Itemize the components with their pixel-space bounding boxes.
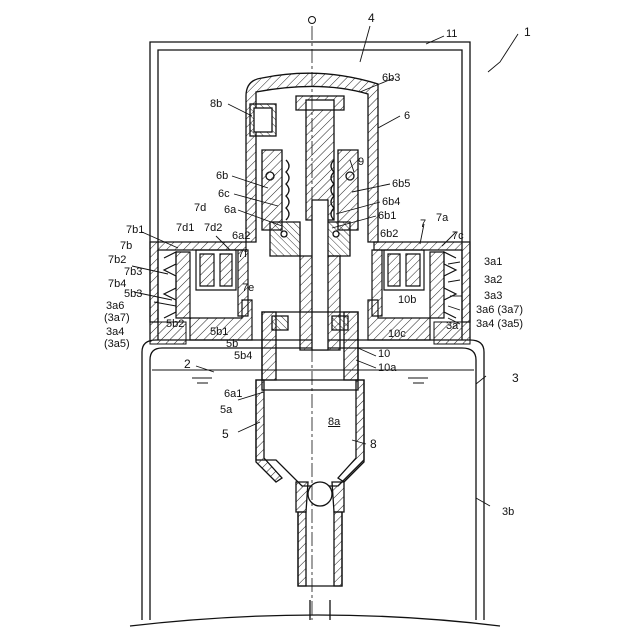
label-6a2: 6a2 [232,230,250,242]
label-10a: 10a [378,362,396,374]
label-8a: 8a [328,416,340,428]
label-1: 1 [524,26,531,38]
label-6b4: 6b4 [382,196,400,208]
label-3a3: 3a3 [484,290,502,302]
label-9: 9 [358,156,364,168]
label-5b: 5b [226,338,238,350]
label-3a6-left: 3a6 [106,300,124,312]
label-7b2: 7b2 [108,254,126,266]
label-3b: 3b [502,506,514,518]
label-10c: 10c [388,328,406,340]
label-7f: 7f [238,248,247,260]
label-3a4-left: 3a4 [106,326,124,338]
label-5b4: 5b4 [234,350,252,362]
label-7d1: 7d1 [176,222,194,234]
label-10: 10 [378,348,390,360]
label-7: 7 [420,218,426,230]
label-6b5: 6b5 [392,178,410,190]
label-6b2: 6b2 [380,228,398,240]
label-8: 8 [370,438,377,450]
label-3a6-right: 3a6 (3a7) [476,304,523,316]
label-2: 2 [184,358,191,370]
label-6: 6 [404,110,410,122]
label-4: 4 [368,12,375,24]
label-7e: 7e [242,282,254,294]
label-7d: 7d [194,202,206,214]
label-6c: 6c [218,188,230,200]
label-3a7-left: (3a7) [104,312,130,324]
label-6a: 6a [224,204,236,216]
label-3a4-right: 3a4 (3a5) [476,318,523,330]
label-5b3: 5b3 [124,288,142,300]
label-7c: 7c [452,230,464,242]
label-11: 11 [446,28,457,40]
label-8b: 8b [210,98,222,110]
label-10b: 10b [398,294,416,306]
label-5b2: 5b2 [166,318,184,330]
label-6b1: 6b1 [378,210,396,222]
label-6b3: 6b3 [382,72,400,84]
label-7b: 7b [120,240,132,252]
container-3 [142,340,484,620]
label-3: 3 [512,372,519,384]
label-5b1: 5b1 [210,326,228,338]
label-5a: 5a [220,404,232,416]
label-3a: 3a [446,320,458,332]
label-6a1: 6a1 [224,388,242,400]
label-7b1: 7b1 [126,224,144,236]
label-6b: 6b [216,170,228,182]
label-7b3: 7b3 [124,266,142,278]
label-3a1: 3a1 [484,256,502,268]
label-3a5-left: (3a5) [104,338,130,350]
label-7d2: 7d2 [204,222,222,234]
label-5: 5 [222,428,229,440]
label-3a2: 3a2 [484,274,502,286]
label-7a: 7a [436,212,448,224]
